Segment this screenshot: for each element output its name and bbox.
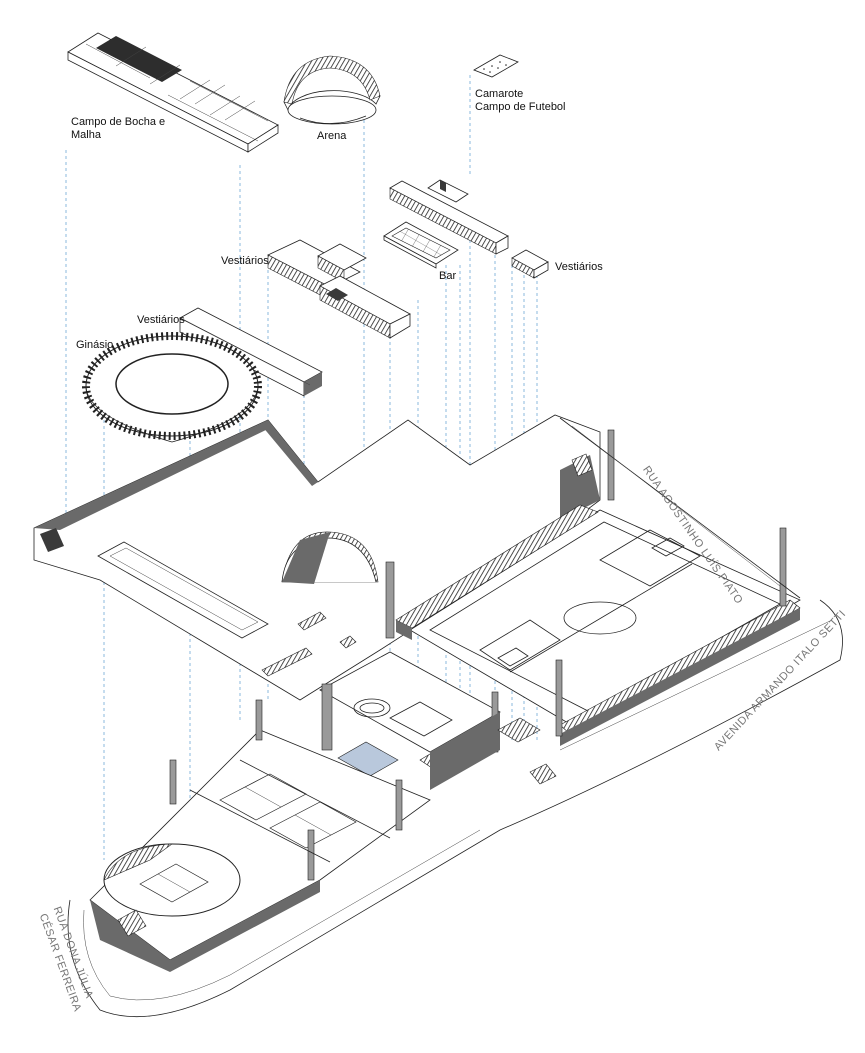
label-bar: Bar — [439, 270, 457, 282]
lower-level — [89, 699, 431, 972]
stand-block-upper — [389, 179, 509, 255]
vestiarios-cross-block — [267, 239, 411, 339]
football-field — [385, 429, 801, 746]
arena-block — [283, 55, 381, 125]
bocha-malha-block — [67, 32, 279, 153]
label-vestiarios-center: Vestiários — [221, 255, 269, 267]
label-bocha-line2: Malha — [71, 129, 101, 141]
label-camarote: Camarote Campo de Futebol — [475, 88, 566, 114]
ginasio-block — [82, 332, 262, 443]
label-arena: Arena — [317, 130, 347, 142]
vestiarios-small-block — [511, 249, 549, 279]
bar-block — [383, 221, 459, 269]
label-bocha: Campo de Bocha e Malha — [71, 116, 165, 142]
site-outline — [67, 417, 843, 1018]
middle-level — [319, 651, 557, 790]
label-vestiarios-left: Vestiários — [137, 314, 185, 326]
camarote-block — [473, 54, 519, 78]
label-camarote-line1: Camarote — [475, 88, 524, 100]
label-camarote-line2: Campo de Futebol — [475, 101, 566, 113]
upper-terrace — [33, 414, 601, 701]
label-vestiarios-right: Vestiários — [555, 261, 603, 273]
label-ginasio: Ginásio — [76, 339, 114, 351]
label-bocha-line1: Campo de Bocha e — [71, 116, 166, 128]
